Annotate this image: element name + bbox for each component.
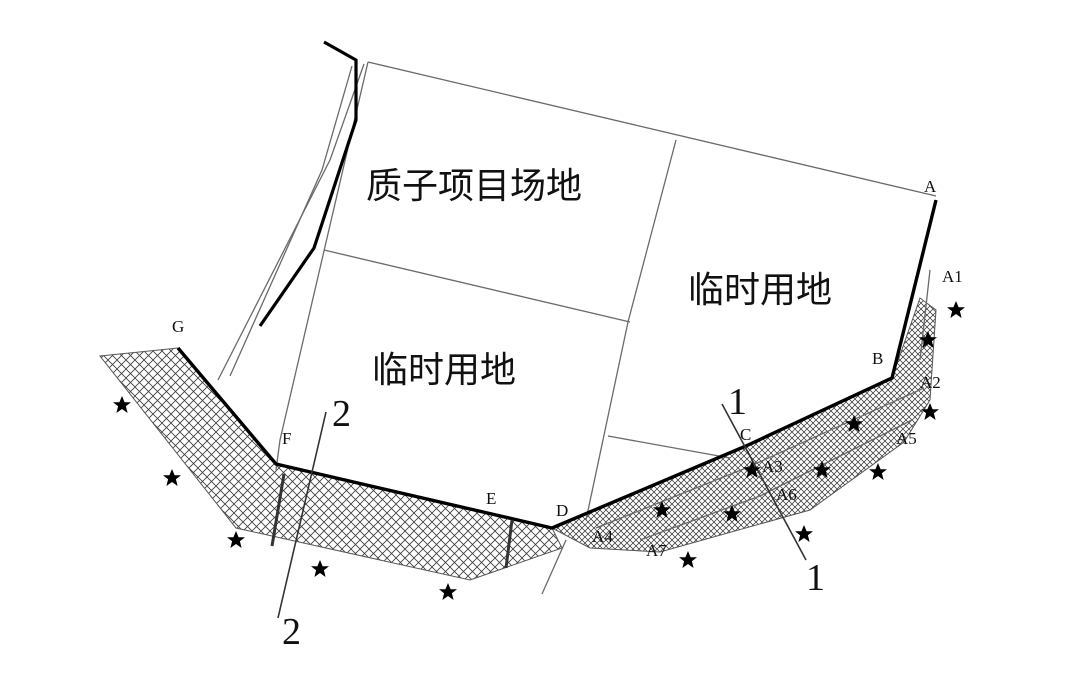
point-label-a6: A6 [776, 485, 797, 504]
star-icon [439, 583, 457, 600]
zone-label-temp-left: 临时用地 [372, 350, 516, 391]
star-icon [743, 461, 761, 478]
site-divider-2 [585, 139, 677, 521]
site-boundary-left [275, 61, 369, 471]
star-icon [723, 505, 741, 522]
star-icon [795, 525, 813, 542]
section-label-1-bottom: 1 [806, 557, 825, 599]
point-label-e: E [486, 489, 496, 508]
point-label-c: C [740, 425, 751, 444]
inner-belt-line-3 [919, 269, 931, 361]
point-label-a4: A4 [592, 527, 613, 546]
star-icon [845, 415, 863, 432]
section-line-1 [721, 403, 807, 561]
zone-label-proton-site: 质子项目场地 [366, 166, 582, 207]
point-label-a5: A5 [896, 429, 917, 448]
existing-slope-line [217, 63, 365, 381]
existing-slope-line-2 [229, 65, 353, 377]
star-icon [311, 560, 329, 577]
star-icon [919, 331, 937, 348]
section-label-1-top: 1 [728, 381, 747, 423]
site-divider-1 [323, 249, 631, 323]
section-tick-f [270, 473, 286, 547]
star-icon [947, 301, 965, 318]
section-label-2-top: 2 [332, 393, 351, 435]
star-icon [921, 403, 939, 420]
star-icon [113, 396, 131, 413]
zone-label-temp-right: 临时用地 [688, 270, 832, 311]
point-label-a: A [924, 177, 937, 196]
excavation-line [176, 199, 938, 530]
star-icon [163, 469, 181, 486]
section-tick-e [504, 519, 514, 569]
monitoring-markers [113, 301, 965, 600]
site-extension-d [541, 539, 567, 595]
point-label-a7: A7 [646, 541, 667, 560]
star-icon [813, 461, 831, 478]
star-icon [227, 531, 245, 548]
star-icon [679, 551, 697, 568]
inner-belt-line-2 [639, 419, 913, 541]
excavation-line-top [258, 40, 358, 327]
point-label-a2: A2 [920, 373, 941, 392]
point-label-a1: A1 [942, 267, 963, 286]
star-icon [869, 463, 887, 480]
star-icon [653, 501, 671, 518]
section-label-2-bottom: 2 [282, 611, 301, 653]
site-divider-3 [607, 435, 731, 459]
point-label-g: G [172, 317, 184, 336]
point-label-f: F [282, 429, 291, 448]
section-line-2 [277, 411, 327, 619]
point-label-b: B [872, 349, 883, 368]
site-boundary-top [367, 61, 937, 197]
point-label-d: D [556, 501, 568, 520]
point-label-a3: A3 [762, 457, 783, 476]
